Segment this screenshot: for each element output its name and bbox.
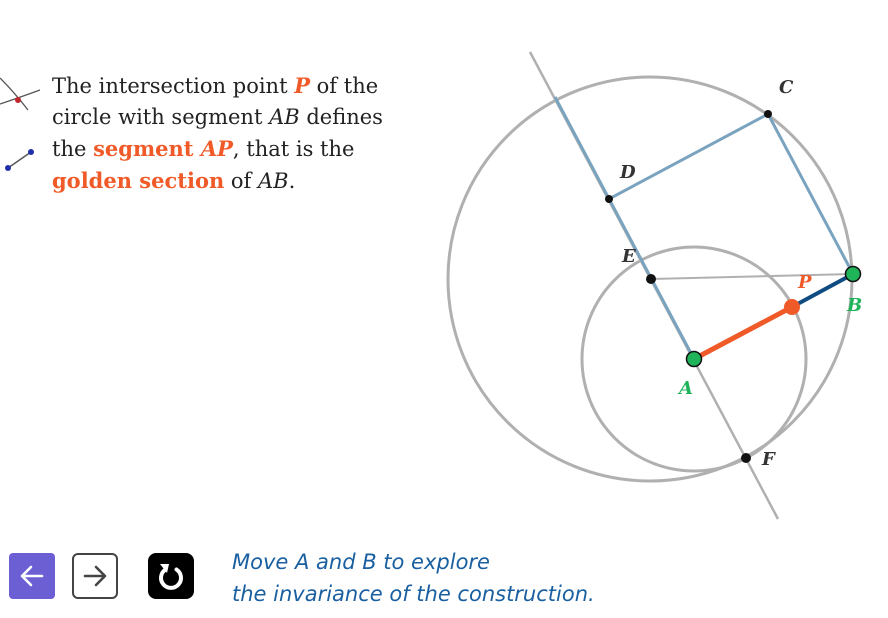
segment-ab-label: AB xyxy=(269,105,300,129)
segment-ap xyxy=(692,304,794,362)
reset-icon xyxy=(159,564,183,590)
line-e-b xyxy=(650,273,854,280)
small-circle xyxy=(580,245,808,473)
label-f: F xyxy=(761,449,776,470)
arrow-right-icon xyxy=(83,565,107,587)
square-side-c-b xyxy=(766,113,855,275)
text-fragment: The intersection point xyxy=(52,74,295,98)
segment-ap-label: AP xyxy=(200,136,233,161)
circle-intersection-icon xyxy=(0,77,41,111)
label-a: A xyxy=(677,378,693,399)
point-f xyxy=(741,453,751,463)
square-side-d-a xyxy=(553,96,696,360)
point-d xyxy=(605,195,613,203)
text-fragment: the xyxy=(52,137,94,161)
segment-ab-label: AB xyxy=(258,169,289,193)
segment-tool-icon xyxy=(5,149,34,171)
text-fragment: . xyxy=(288,169,296,193)
label-b: B xyxy=(846,295,862,316)
explanation-line-4: golden section of AB. xyxy=(52,165,392,197)
instruction-line-1: Move A and B to explore xyxy=(232,550,490,574)
square-side-d-c xyxy=(608,112,769,201)
point-b[interactable] xyxy=(844,265,862,283)
label-c: C xyxy=(779,77,794,98)
label-d: D xyxy=(619,162,636,183)
back-button[interactable] xyxy=(9,553,55,599)
text-fragment: defines xyxy=(299,105,383,129)
instruction-line-2: the invariance of the construction. xyxy=(232,582,595,606)
label-e: E xyxy=(621,246,636,267)
reset-button[interactable] xyxy=(148,553,194,599)
text-fragment: , that is the xyxy=(232,137,355,161)
tool-icons xyxy=(0,77,41,171)
explanation-line-3: the segment AP, that is the xyxy=(52,133,392,165)
text-fragment: of the xyxy=(309,74,379,98)
explanation-line-1: The intersection point P of the xyxy=(52,70,392,102)
point-p[interactable] xyxy=(784,299,800,315)
text-fragment: of xyxy=(224,169,258,193)
forward-button[interactable] xyxy=(72,553,118,599)
text-fragment: circle with segment xyxy=(52,105,270,129)
golden-section-highlight: golden section xyxy=(52,168,225,193)
point-c xyxy=(764,110,772,118)
arrow-left-icon xyxy=(20,565,44,587)
label-p: P xyxy=(797,272,812,293)
point-e xyxy=(646,274,656,284)
point-a[interactable] xyxy=(685,350,703,368)
segment-pb xyxy=(791,272,854,309)
explanation-line-2: circle with segment AB defines xyxy=(52,102,392,133)
segment-highlight: segment xyxy=(93,136,201,161)
instruction-text: Move A and B to explore the invariance o… xyxy=(232,546,595,610)
explanation-text: The intersection point P of the circle w… xyxy=(52,70,392,197)
point-p-label: P xyxy=(294,73,310,98)
